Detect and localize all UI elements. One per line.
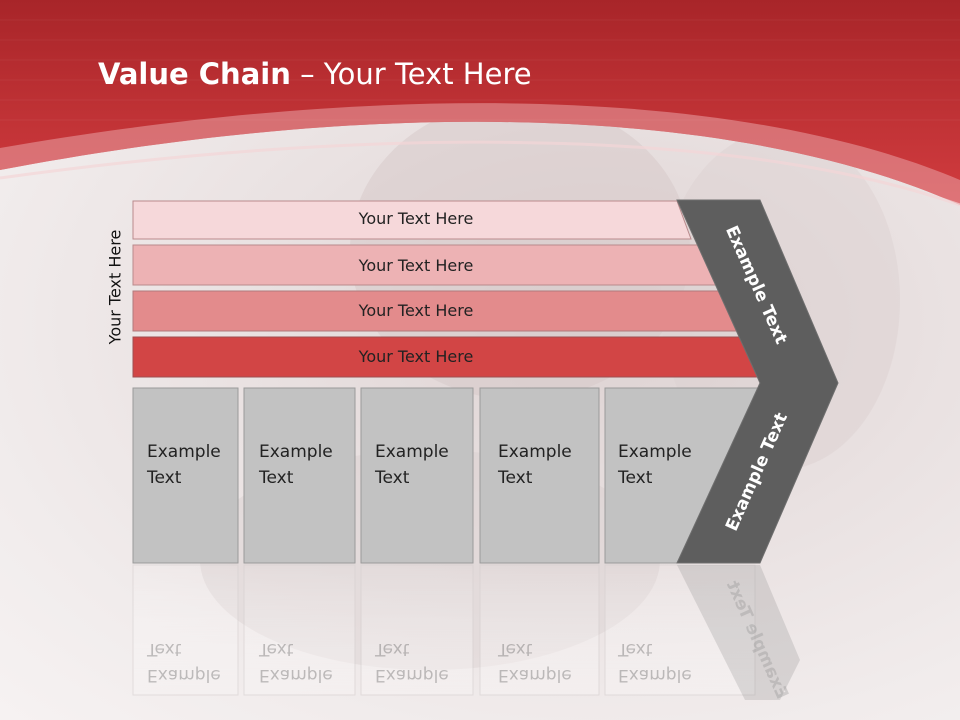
column-reflection <box>604 564 756 696</box>
reflection-line: Text <box>498 639 533 659</box>
title-bold: Value Chain <box>98 57 291 91</box>
header-line <box>0 140 960 207</box>
activity-column-2 <box>243 387 356 564</box>
column-label-line1: Example <box>147 442 221 462</box>
side-label: Your Text Here <box>105 229 125 345</box>
margin-chevron <box>676 199 839 564</box>
column-reflection <box>243 564 356 696</box>
column-label-reflection: Example Text <box>259 636 333 688</box>
column-label-reflection: Example Text <box>498 636 572 688</box>
chevron-reflection <box>677 565 800 700</box>
column-label-reflection: Example Text <box>375 636 449 688</box>
column-label-line1: Example <box>618 442 692 462</box>
reflection-line: Example <box>375 665 449 685</box>
title-rest: – Your Text Here <box>290 57 532 91</box>
bar-label-2: Your Text Here <box>358 256 474 275</box>
column-label-line2: Text <box>375 468 410 488</box>
column-label-line2: Text <box>259 468 294 488</box>
column-reflection <box>132 564 239 696</box>
bar-label-4: Your Text Here <box>358 347 474 366</box>
reflection-line: Example <box>259 665 333 685</box>
column-label-reflection: Example Text <box>147 636 221 688</box>
activity-column-1 <box>132 387 239 564</box>
column-reflection <box>360 564 474 696</box>
activity-column-4 <box>479 387 600 564</box>
bar-label-3: Your Text Here <box>358 301 474 320</box>
reflection-line: Example <box>147 665 221 685</box>
column-reflection <box>479 564 600 696</box>
reflection-line: Text <box>259 639 294 659</box>
column-label-line2: Text <box>618 468 653 488</box>
column-label-line2: Text <box>498 468 533 488</box>
column-label-line2: Text <box>147 468 182 488</box>
value-bar-1 <box>132 200 692 240</box>
reflection-line: Text <box>375 639 410 659</box>
header-swoosh <box>0 103 960 205</box>
reflection-line: Text <box>147 639 182 659</box>
reflection-line: Example <box>498 665 572 685</box>
page-title: Value Chain – Your Text Here <box>98 52 532 96</box>
reflection-line: Example <box>618 665 692 685</box>
reflection-line: Text <box>618 639 653 659</box>
header-band <box>0 0 960 205</box>
column-label-reflection: Example Text <box>618 636 692 688</box>
column-label-line1: Example <box>375 442 449 462</box>
column-label-line1: Example <box>498 442 572 462</box>
activity-column-3 <box>360 387 474 564</box>
column-label-line1: Example <box>259 442 333 462</box>
bar-label-1: Your Text Here <box>358 209 474 228</box>
